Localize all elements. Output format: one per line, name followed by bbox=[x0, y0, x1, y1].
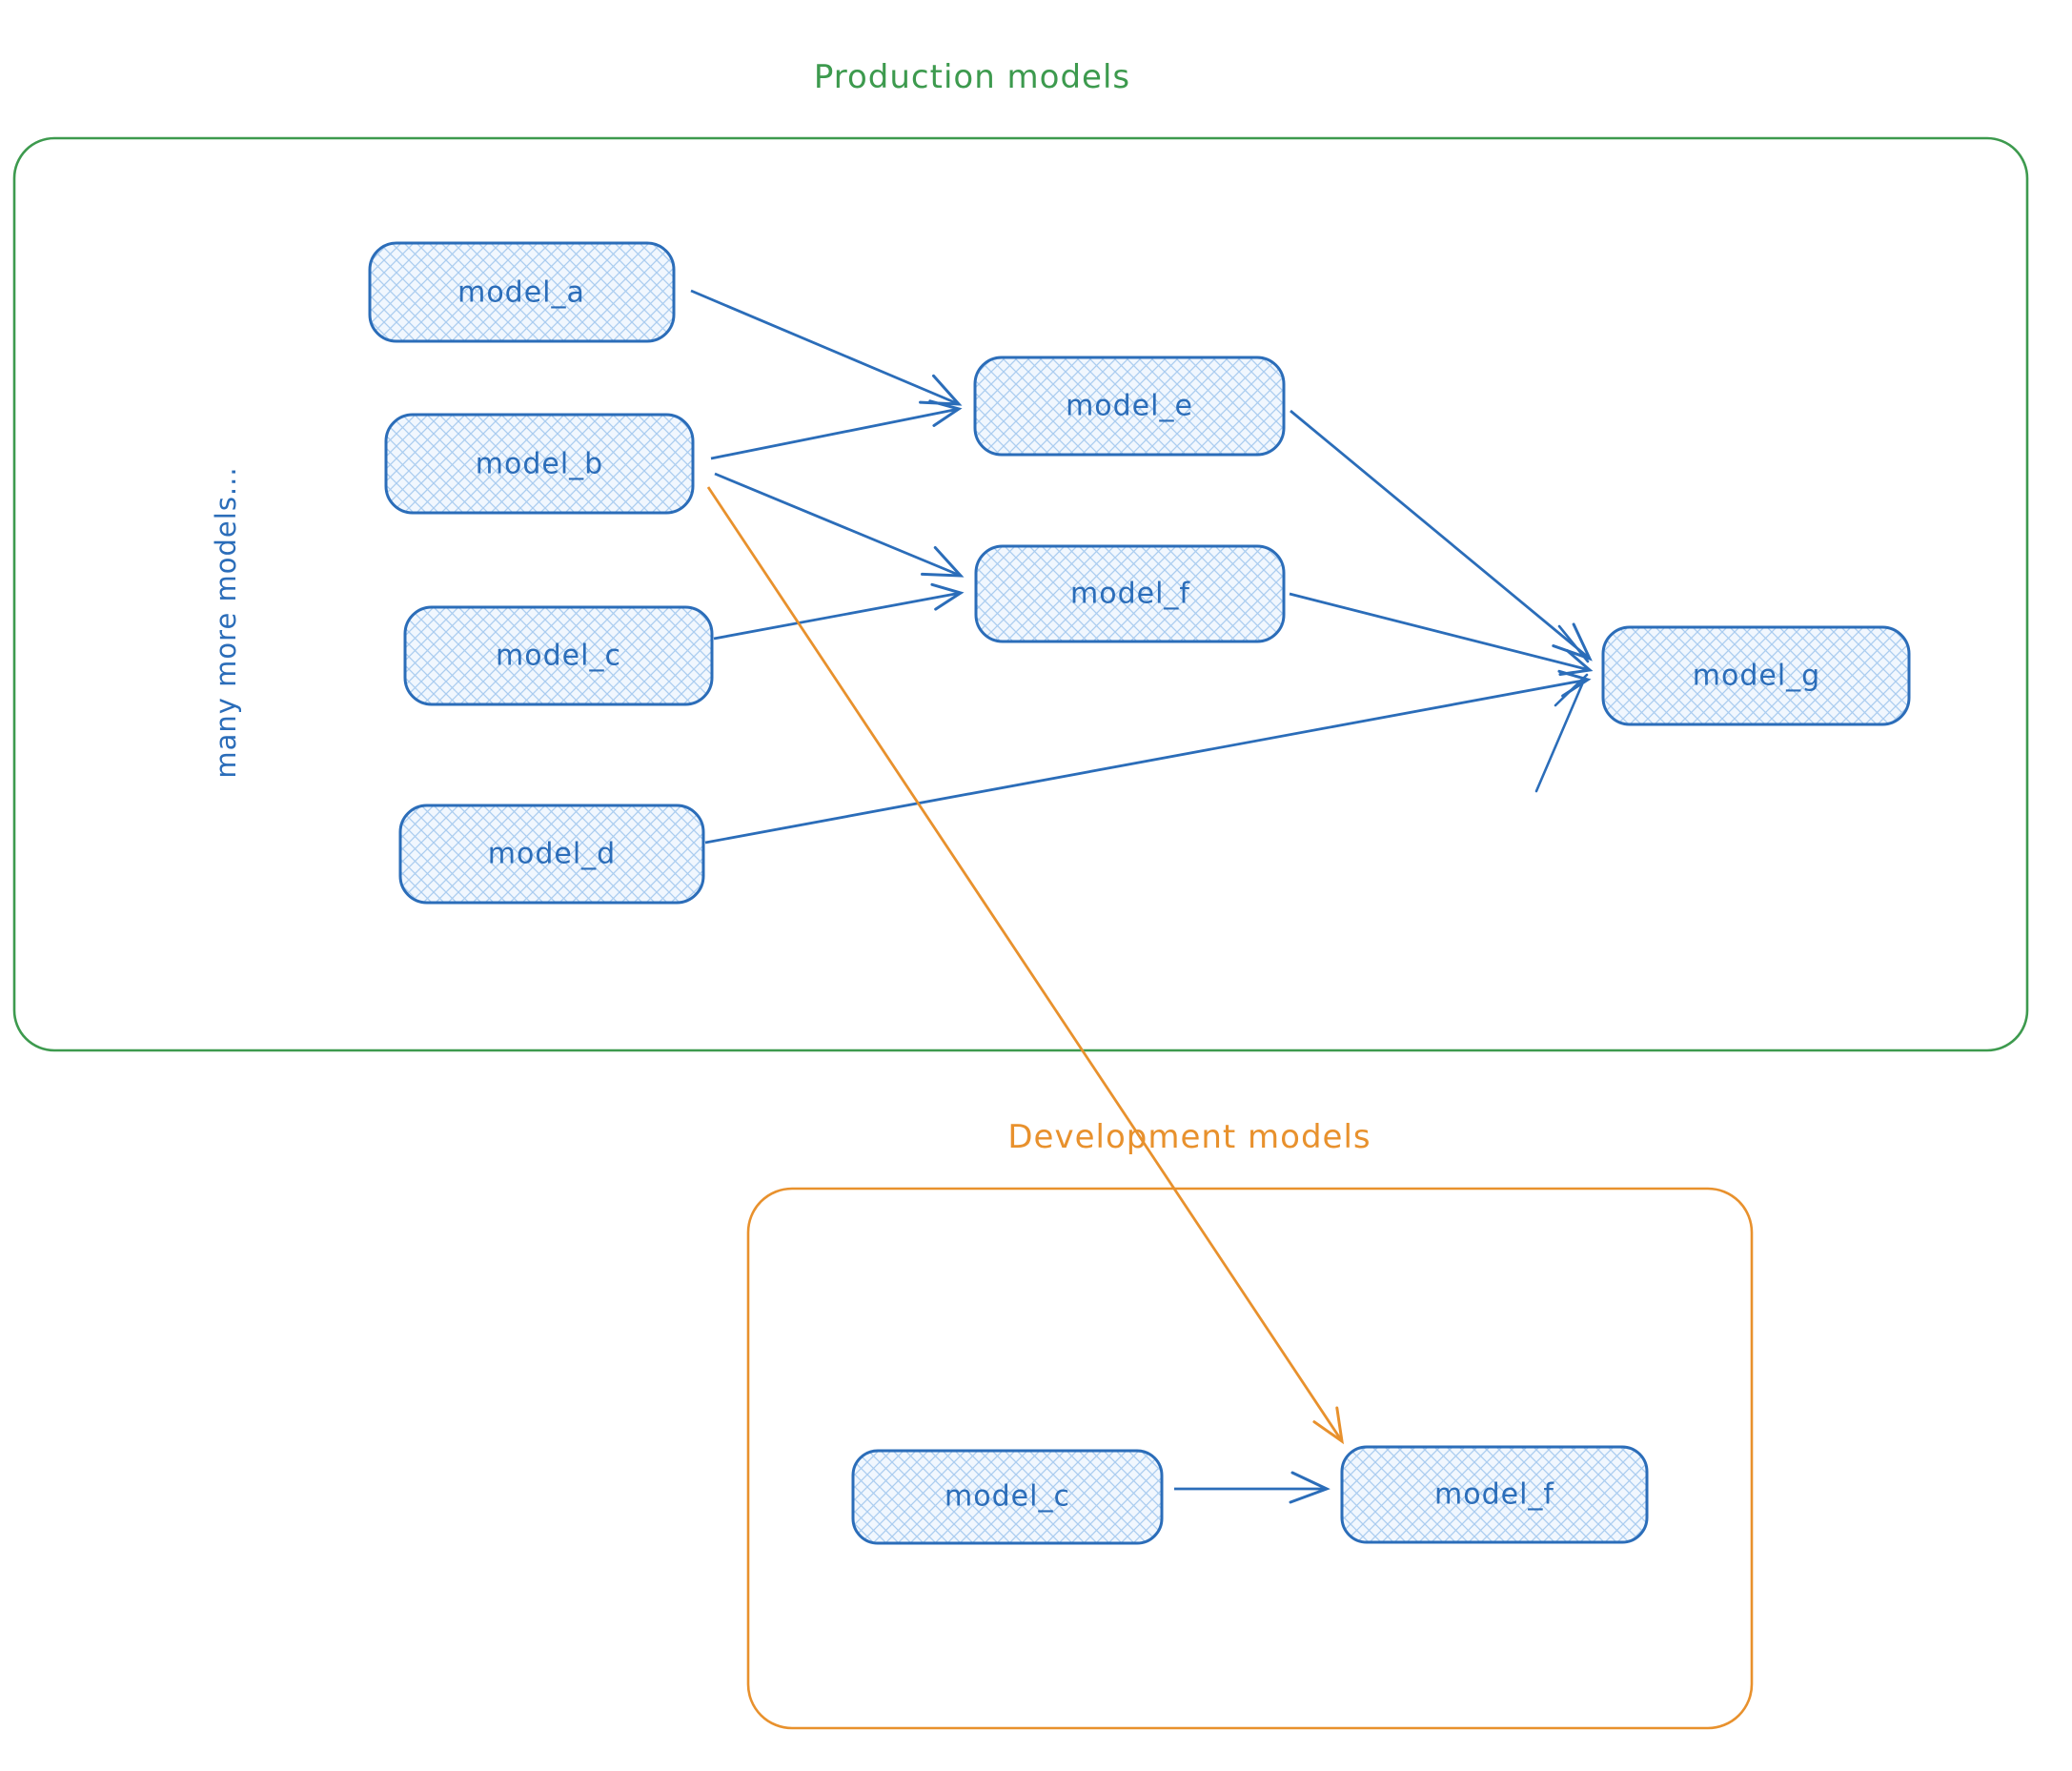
node-label: model_b bbox=[476, 448, 603, 481]
node-label: model_c bbox=[945, 1480, 1070, 1514]
sketchy-arrowhead-strokes bbox=[1534, 624, 1590, 793]
many-more-models-label[interactable]: many more models... bbox=[210, 466, 242, 778]
node-label: model_f bbox=[1070, 578, 1190, 611]
edge-model-c-model-f[interactable] bbox=[713, 582, 965, 641]
node-model-c[interactable]: model_c bbox=[403, 605, 714, 706]
production-container[interactable] bbox=[12, 136, 2029, 1052]
edge-model-f-model-g[interactable] bbox=[1289, 592, 1594, 676]
edge-model-a-model-e[interactable] bbox=[690, 289, 963, 406]
edge-model-e-model-g[interactable] bbox=[1290, 409, 1593, 662]
edge-model-b-dev-model-f[interactable] bbox=[706, 486, 1344, 1445]
node-label: model_e bbox=[1066, 390, 1193, 423]
node-label: model_g bbox=[1693, 660, 1820, 693]
edge-model-b-model-f[interactable] bbox=[714, 472, 965, 578]
node-model-e[interactable]: model_e bbox=[973, 356, 1286, 457]
node-label: model_f bbox=[1434, 1478, 1554, 1512]
node-model-a[interactable]: model_a bbox=[368, 241, 676, 343]
node-model-f[interactable]: model_f bbox=[974, 544, 1286, 643]
node-label: model_a bbox=[457, 276, 585, 310]
node-model-b[interactable]: model_b bbox=[384, 413, 695, 515]
edge-model-d-model-g[interactable] bbox=[704, 669, 1592, 845]
node-model-g[interactable]: model_g bbox=[1601, 625, 1911, 726]
node-label: model_d bbox=[488, 838, 616, 871]
production-title[interactable]: Production models bbox=[814, 58, 1130, 96]
edge-model-b-model-e[interactable] bbox=[710, 399, 963, 460]
development-title[interactable]: Development models bbox=[1007, 1118, 1371, 1156]
node-dev-model-c[interactable]: model_c bbox=[851, 1449, 1164, 1545]
node-label: model_c bbox=[496, 640, 621, 673]
development-container[interactable] bbox=[746, 1187, 1754, 1730]
node-dev-model-f[interactable]: model_f bbox=[1340, 1445, 1649, 1544]
node-model-d[interactable]: model_d bbox=[398, 804, 705, 905]
